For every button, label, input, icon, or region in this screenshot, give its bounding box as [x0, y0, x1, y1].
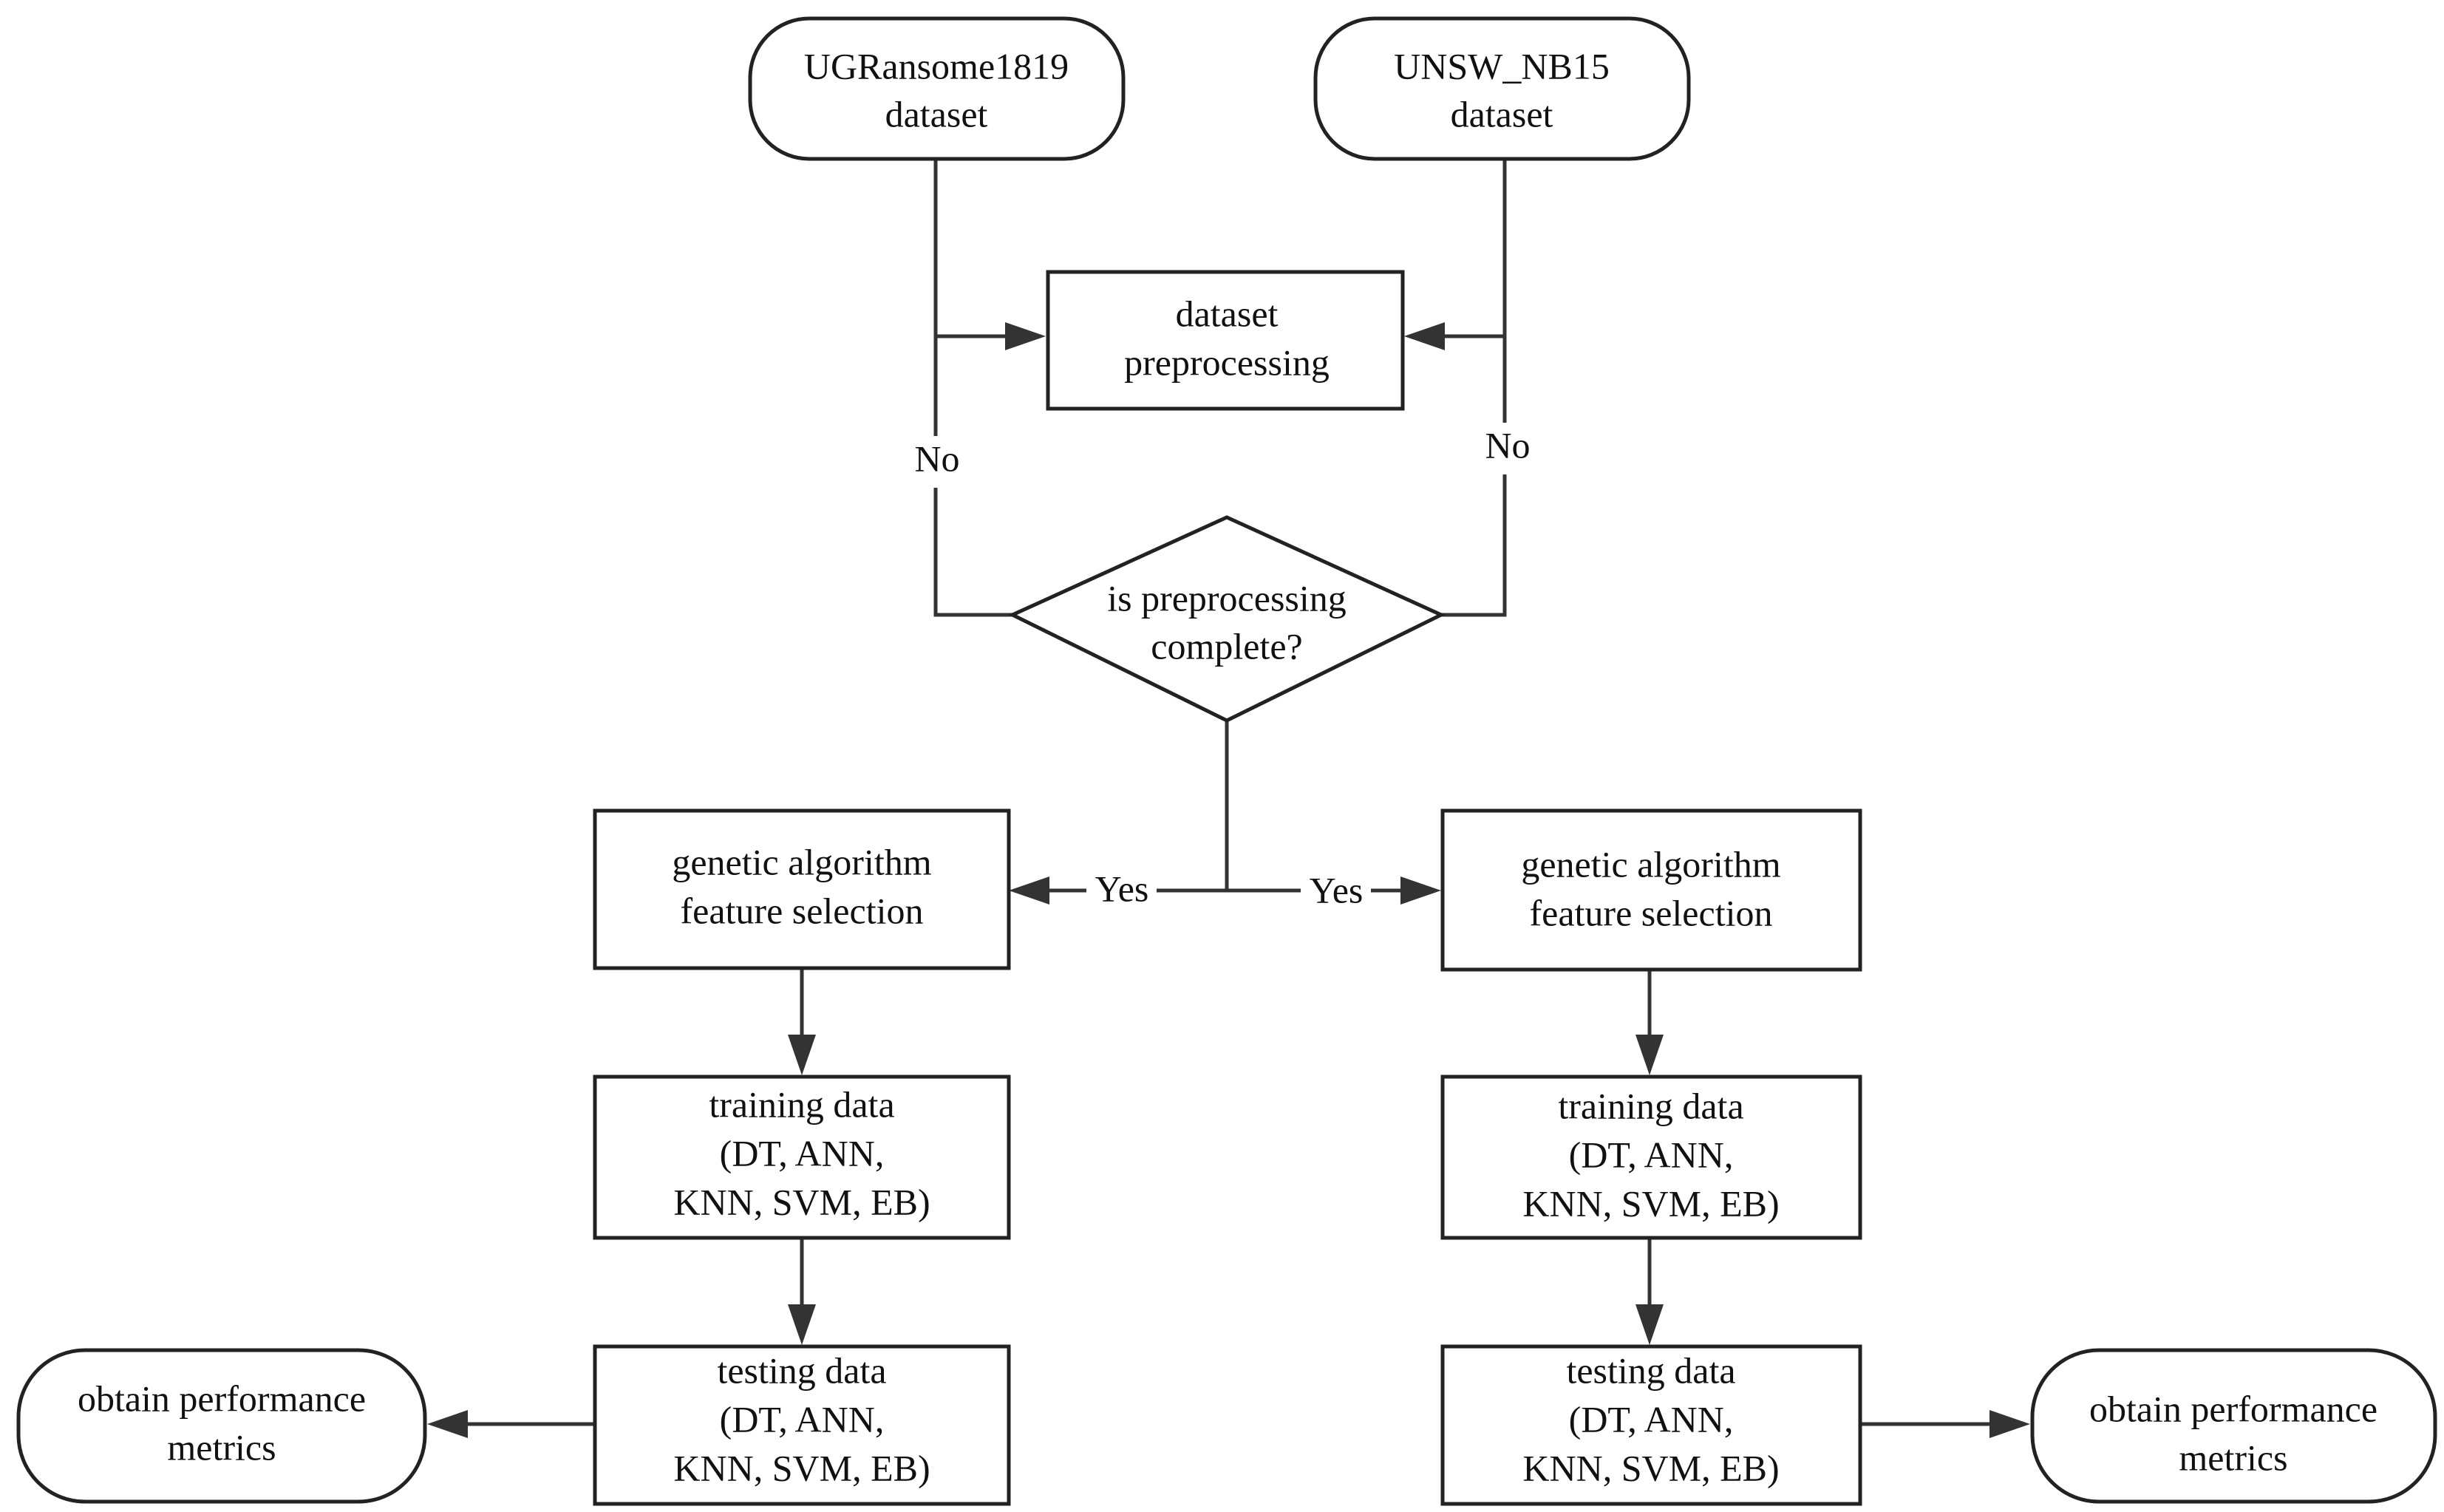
arrowhead-into-test-right [1635, 1304, 1664, 1345]
node-ugransome-dataset: UGRansome1819 dataset [748, 16, 1126, 161]
arrowhead-into-train-right [1635, 1035, 1664, 1075]
ga-left-shape [593, 808, 1011, 970]
arrowhead-into-metrics-left [427, 1410, 468, 1438]
ugransome-label-line2: dataset [885, 93, 988, 134]
test-left-label-line2: (DT, ANN, [720, 1398, 885, 1440]
ga-right-shape [1440, 808, 1862, 972]
ugransome-label-line1: UGRansome1819 [804, 45, 1069, 86]
preprocessing-label-line2: preprocessing [1124, 341, 1330, 383]
arrowhead-into-ga-left [1009, 876, 1049, 905]
test-left-shape [593, 1344, 1011, 1506]
train-left-label-line3: KNN, SVM, EB) [673, 1181, 930, 1222]
decision-label-line2: complete? [1151, 625, 1302, 667]
arrowhead-into-test-left [788, 1304, 816, 1345]
preprocessing-label-line1: dataset [1176, 293, 1279, 334]
node-decision-preprocessing-complete: is preprocessing complete? [1008, 515, 1446, 723]
ga-right-label-line2: feature selection [1530, 892, 1773, 933]
arrowhead-into-train-left [788, 1035, 816, 1075]
test-right-label-line1: testing data [1566, 1349, 1735, 1391]
edge-no-left [933, 336, 1012, 617]
yes-right-label: Yes [1310, 869, 1364, 910]
train-right-label-line1: training data [1558, 1085, 1743, 1126]
unsw-label-line1: UNSW_NB15 [1394, 45, 1610, 86]
yes-right-label-bg [1301, 874, 1371, 914]
test-right-shape [1440, 1344, 1862, 1506]
node-dataset-preprocessing: dataset preprocessing [1046, 270, 1405, 411]
no-right-label-bg [1475, 423, 1534, 474]
node-training-data-right: training data (DT, ANN, KNN, SVM, EB) [1440, 1075, 1862, 1240]
metrics-left-label-line1: obtain performance [78, 1378, 366, 1419]
node-ga-feature-selection-right: genetic algorithm feature selection [1440, 808, 1862, 972]
train-left-shape [593, 1075, 1011, 1240]
unsw-label-line2: dataset [1451, 93, 1553, 134]
edge-unsw-to-preprocessing [1437, 159, 1507, 338]
ga-right-label-line1: genetic algorithm [1521, 843, 1780, 885]
no-left-label-bg [906, 436, 965, 488]
train-left-label-line1: training data [709, 1083, 894, 1125]
train-right-shape [1440, 1075, 1862, 1240]
test-right-label-line2: (DT, ANN, [1569, 1398, 1734, 1440]
edge-no-right [1441, 336, 1507, 617]
unsw-shape [1313, 16, 1691, 161]
arrowhead-into-preprocessing-right [1404, 322, 1445, 350]
node-unsw-dataset: UNSW_NB15 dataset [1313, 16, 1691, 161]
decision-shape [1008, 515, 1446, 723]
test-left-label-line1: testing data [717, 1349, 886, 1391]
metrics-right-shape [2030, 1348, 2437, 1504]
ga-left-label-line2: feature selection [681, 890, 924, 931]
node-training-data-left: training data (DT, ANN, KNN, SVM, EB) [593, 1075, 1011, 1240]
yes-left-label-bg [1086, 872, 1157, 913]
preprocessing-shape [1046, 270, 1405, 411]
node-obtain-performance-metrics-right: obtain performance metrics [2030, 1348, 2437, 1504]
decision-label-line1: is preprocessing [1107, 577, 1347, 619]
ga-left-label-line1: genetic algorithm [672, 841, 931, 882]
metrics-right-label-line2: metrics [2179, 1437, 2287, 1478]
node-testing-data-right: testing data (DT, ANN, KNN, SVM, EB) [1440, 1344, 1862, 1506]
arrowhead-into-metrics-right [1989, 1410, 2030, 1438]
node-obtain-performance-metrics-left: obtain performance metrics [16, 1348, 427, 1504]
edge-ugransome-to-preprocessing [933, 159, 1012, 338]
test-right-label-line3: KNN, SVM, EB) [1522, 1447, 1779, 1488]
test-left-label-line3: KNN, SVM, EB) [673, 1447, 930, 1488]
arrowhead-into-ga-right [1400, 876, 1441, 905]
train-right-label-line2: (DT, ANN, [1569, 1134, 1734, 1175]
ugransome-shape [748, 16, 1126, 161]
arrowhead-into-preprocessing-left [1005, 322, 1046, 350]
no-left-label: No [914, 437, 959, 479]
metrics-right-label-line1: obtain performance [2089, 1388, 2377, 1429]
metrics-left-label-line2: metrics [167, 1426, 276, 1468]
metrics-left-shape [16, 1348, 427, 1504]
yes-left-label: Yes [1095, 868, 1149, 909]
train-right-label-line3: KNN, SVM, EB) [1522, 1182, 1779, 1224]
no-right-label: No [1485, 424, 1530, 466]
edge-labels: No No Yes Yes [906, 423, 1534, 914]
node-ga-feature-selection-left: genetic algorithm feature selection [593, 808, 1011, 970]
node-testing-data-left: testing data (DT, ANN, KNN, SVM, EB) [593, 1344, 1011, 1506]
train-left-label-line2: (DT, ANN, [720, 1132, 885, 1174]
